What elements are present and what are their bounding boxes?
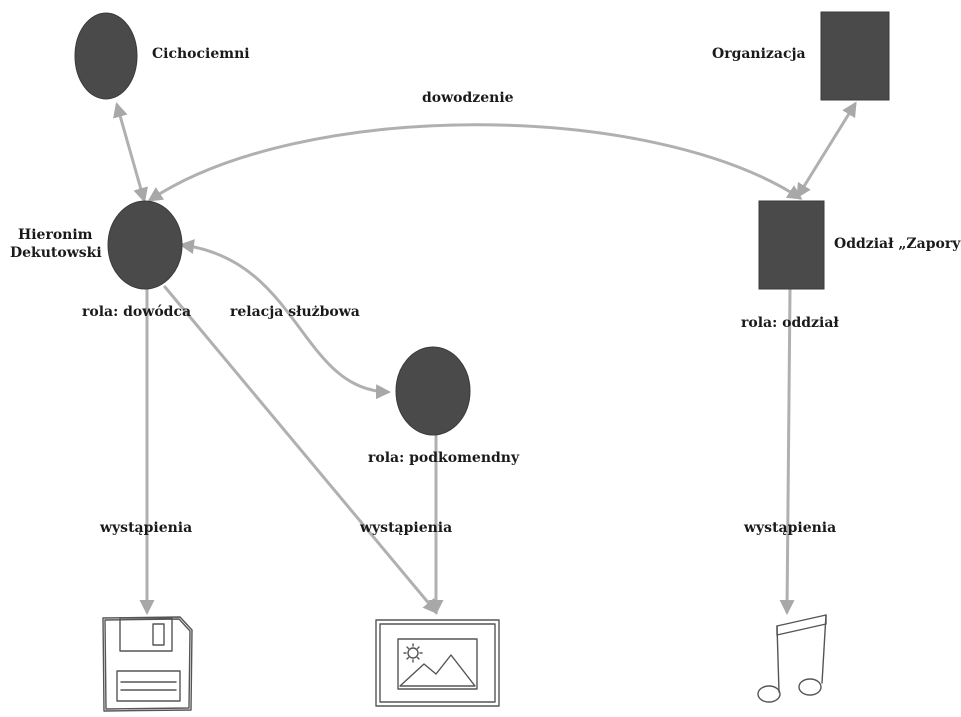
node-oddzial-zapory[interactable] — [758, 200, 825, 290]
node-podkomendny[interactable] — [395, 346, 471, 436]
floppy-disk-icon[interactable] — [102, 616, 193, 712]
label-hieronim-line1: Hieronim — [18, 227, 93, 243]
label-wystapienia-1: wystąpienia — [99, 520, 192, 536]
music-note-icon[interactable] — [757, 614, 827, 703]
node-organizacja[interactable] — [820, 11, 890, 101]
label-rola-dowodca: rola: dowódca — [82, 304, 191, 320]
edge-wystapienia-music — [779, 288, 795, 615]
edge-dowodzenie — [147, 123, 803, 202]
label-rola-oddzial: rola: oddział — [741, 315, 839, 331]
label-organizacja: Organizacja — [712, 46, 806, 62]
label-relacja-sluzbowa: relacja służbowa — [230, 304, 360, 320]
label-oddzial-zapory: Oddział „Zapory” — [834, 236, 961, 252]
label-hieronim-line2: Dekutowski — [10, 245, 102, 261]
edge-hieronim-cichociemni — [113, 102, 148, 203]
label-dowodzenie: dowodzenie — [422, 90, 514, 106]
edge-oddzial-organizacja — [796, 101, 857, 199]
label-rola-podkomendny: rola: podkomendny — [368, 450, 520, 466]
framed-picture-icon[interactable] — [375, 619, 500, 707]
node-hieronim-dekutowski[interactable] — [107, 200, 183, 290]
label-wystapienia-3: wystąpienia — [743, 520, 836, 536]
node-cichociemni[interactable] — [74, 12, 138, 100]
label-cichociemni: Cichociemni — [152, 46, 250, 62]
edge-wystapienia-picture-hieronim — [163, 285, 438, 615]
edge-relacja-sluzbowa — [179, 239, 391, 400]
label-wystapienia-2: wystąpienia — [359, 520, 452, 536]
